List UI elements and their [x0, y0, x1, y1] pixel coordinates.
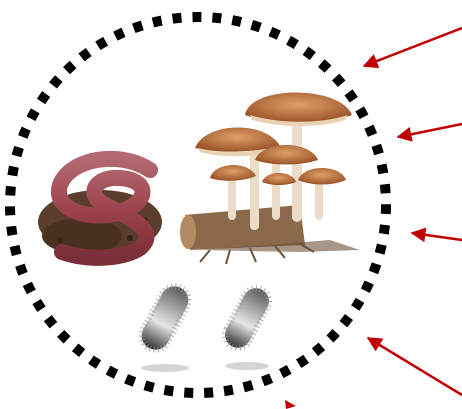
bacterium-shadow	[141, 364, 189, 372]
arrow-4	[368, 338, 462, 395]
arrow-5	[285, 400, 296, 409]
arrow-3	[412, 233, 462, 240]
arrow-1	[364, 28, 462, 66]
bacterium-icon	[137, 281, 194, 354]
mushroom-cluster-icon	[180, 93, 360, 265]
arrow-2	[398, 124, 462, 137]
bacterium-icon	[220, 284, 273, 353]
bacterium-shadow	[225, 362, 269, 370]
earthworm-icon	[38, 159, 162, 258]
